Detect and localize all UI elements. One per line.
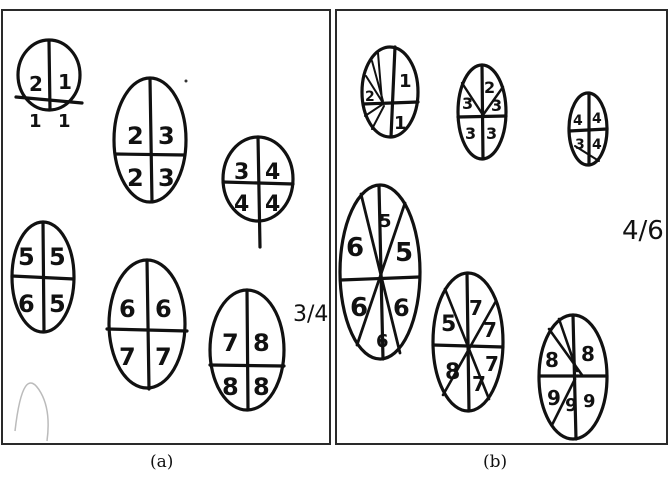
label-a5-tr: 6 bbox=[155, 295, 172, 323]
label-b1-1: 2 bbox=[365, 89, 375, 105]
label-b2-2: 2 bbox=[484, 78, 495, 97]
label-a6-tr: 8 bbox=[253, 329, 270, 357]
panel-a-drawing: 2 1 1 1 2 3 2 3 3 4 4 4 5 5 6 5 6 6 7 7 … bbox=[3, 11, 329, 443]
circle-a2 bbox=[114, 78, 186, 202]
label-b4-4: 6 bbox=[350, 293, 368, 323]
circle-b6 bbox=[539, 315, 607, 439]
label-b4-6: 6 bbox=[376, 331, 389, 352]
label-b3-4: 4 bbox=[592, 137, 602, 153]
label-b1-2: 1 bbox=[399, 71, 412, 92]
annotation-b: 4/6 bbox=[622, 216, 664, 246]
label-b4-5: 6 bbox=[393, 294, 410, 322]
label-a5-br: 7 bbox=[155, 343, 172, 371]
label-a3-tr: 4 bbox=[265, 160, 280, 185]
label-b5-6: 7 bbox=[485, 352, 499, 376]
label-a2-br: 3 bbox=[158, 164, 175, 192]
label-b4-3: 5 bbox=[395, 238, 413, 268]
label-b6-5: 9 bbox=[583, 391, 596, 412]
label-b6-1: 8 bbox=[545, 348, 559, 372]
label-a6-br: 8 bbox=[253, 373, 270, 401]
label-a1-tr: 1 bbox=[58, 70, 72, 94]
label-b5-2: 7 bbox=[469, 296, 483, 320]
label-a5-tl: 6 bbox=[119, 295, 136, 323]
caption-a: (a) bbox=[150, 452, 173, 472]
label-a4-tr: 5 bbox=[49, 243, 66, 271]
panel-b-drawing: 2 1 1 3 2 3 3 3 4 4 3 4 6 5 5 6 6 6 5 7 … bbox=[337, 11, 666, 443]
label-a5-bl: 7 bbox=[119, 343, 136, 371]
annotation-a: 3/4 bbox=[293, 302, 328, 327]
label-a4-br: 5 bbox=[49, 290, 66, 318]
label-a1-tl: 2 bbox=[29, 72, 43, 96]
label-b3-3: 3 bbox=[575, 137, 585, 153]
label-b5-4: 8 bbox=[445, 360, 460, 385]
label-a2-tr: 3 bbox=[158, 122, 175, 150]
label-b6-2: 8 bbox=[581, 342, 595, 366]
label-a1-bl: 1 bbox=[29, 111, 42, 132]
label-a2-tl: 2 bbox=[127, 122, 144, 150]
label-a6-tl: 7 bbox=[222, 329, 239, 357]
label-a3-bl: 4 bbox=[234, 192, 249, 217]
label-b6-3: 9 bbox=[547, 386, 561, 410]
label-b1-3: 1 bbox=[394, 113, 407, 134]
label-b4-2: 5 bbox=[379, 211, 392, 232]
panel-b: 2 1 1 3 2 3 3 3 4 4 3 4 6 5 5 6 6 6 5 7 … bbox=[335, 9, 668, 445]
label-b2-4: 3 bbox=[465, 124, 476, 143]
circle-b5 bbox=[433, 273, 503, 411]
label-a2-bl: 2 bbox=[127, 164, 144, 192]
circle-a1 bbox=[16, 40, 82, 110]
label-a3-tl: 3 bbox=[234, 160, 249, 185]
label-b5-5: 7 bbox=[472, 372, 486, 396]
label-a3-br: 4 bbox=[265, 192, 280, 217]
label-b2-5: 3 bbox=[486, 124, 497, 143]
label-b5-3: 7 bbox=[483, 318, 497, 342]
label-a1-br: 1 bbox=[58, 111, 71, 132]
label-a6-bl: 8 bbox=[222, 373, 239, 401]
label-b2-3: 3 bbox=[491, 96, 502, 115]
label-b2-1: 3 bbox=[462, 94, 473, 113]
label-b5-1: 5 bbox=[441, 312, 456, 337]
label-b3-2: 4 bbox=[592, 111, 602, 127]
caption-b: (b) bbox=[483, 452, 507, 472]
panel-a: 2 1 1 1 2 3 2 3 3 4 4 4 5 5 6 5 6 6 7 7 … bbox=[1, 9, 331, 445]
label-b4-1: 6 bbox=[346, 233, 364, 263]
label-b3-1: 4 bbox=[573, 113, 583, 129]
label-a4-bl: 6 bbox=[18, 290, 35, 318]
label-a4-tl: 5 bbox=[18, 243, 35, 271]
circle-b3 bbox=[569, 93, 607, 165]
label-b6-4: 9 bbox=[565, 395, 578, 416]
